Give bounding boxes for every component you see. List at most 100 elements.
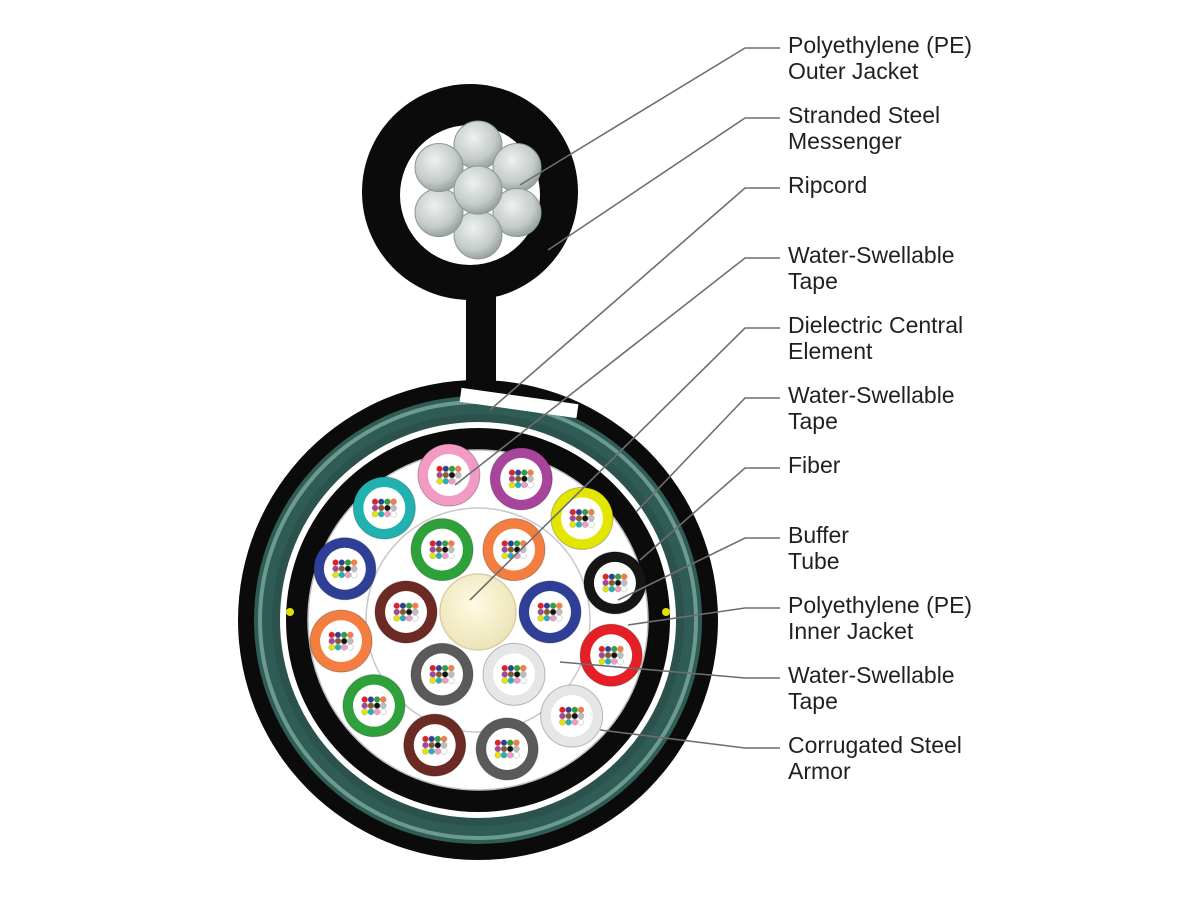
fiber-strand: [441, 540, 449, 547]
fiber-strand: [373, 708, 381, 716]
fiber-strand: [338, 559, 345, 566]
fiber-strand: [371, 510, 379, 518]
buffer-tube: [417, 443, 481, 507]
buffer-tube: [403, 713, 467, 777]
fiber-strand: [569, 521, 576, 528]
fiber-strand: [441, 552, 449, 560]
stranded-steel-wires: [414, 120, 542, 260]
fiber-strand: [604, 645, 612, 653]
leader-fiber: [639, 467, 780, 561]
fiber-strand: [350, 571, 358, 579]
fiber-strand: [378, 510, 385, 518]
label-line: Water-Swellable: [788, 662, 955, 688]
steel-wire: [414, 143, 464, 192]
fiber-strand: [520, 671, 527, 678]
label-line: Tape: [788, 268, 838, 294]
fiber-strand: [429, 677, 436, 684]
fiber-strand: [611, 658, 618, 665]
leader-pe-inner-jacket: [627, 607, 780, 626]
fiber-strand: [581, 515, 589, 522]
fiber-strand: [588, 521, 595, 528]
fiber-strand: [514, 481, 522, 489]
fiber-strand: [347, 631, 354, 639]
fiber-strand: [448, 671, 455, 678]
fiber-strand: [405, 602, 413, 609]
label-line: Element: [788, 338, 873, 364]
fiber-strand: [373, 696, 381, 703]
fiber-strand: [435, 671, 443, 678]
fiber-strand: [621, 573, 628, 580]
fiber-strand: [513, 664, 521, 672]
fiber-strand: [513, 671, 521, 678]
fiber-strand: [501, 677, 508, 684]
fiber-strand: [334, 644, 342, 651]
fiber-strand: [367, 696, 375, 703]
fiber-strand: [390, 504, 397, 512]
label-fiber: Fiber: [788, 452, 1188, 478]
label-line: Tape: [788, 688, 838, 714]
fiber-strand: [422, 741, 429, 749]
fiber-strand: [393, 602, 400, 609]
fiber-strand: [440, 748, 448, 755]
fiber-strand: [448, 552, 455, 560]
fiber-strand: [520, 677, 527, 684]
label-line: Inner Jacket: [788, 618, 914, 644]
fiber-strand: [441, 664, 449, 672]
leader-stranded-steel-messenger: [547, 117, 780, 251]
fiber-strand: [507, 664, 515, 672]
buffer-tube: [410, 518, 474, 582]
messenger-section: [362, 84, 578, 392]
fiber-strand: [442, 478, 449, 485]
buffer-tube: [352, 476, 416, 540]
ripcord-left: [286, 608, 294, 616]
fiber-strand: [581, 508, 589, 516]
fiber-strand: [428, 735, 435, 743]
fiber-strand: [565, 712, 572, 720]
label-water-swellable-tape-2: Water-Swellable Tape: [788, 382, 1188, 434]
steel-wire: [453, 165, 503, 215]
leader-dielectric-central-element: [469, 327, 780, 601]
fiber-strand: [442, 471, 449, 479]
fiber-strand: [378, 498, 385, 505]
fiber-strand: [598, 658, 606, 665]
fiber-strand: [399, 615, 407, 622]
fiber-strand: [380, 708, 387, 716]
fiber-strand: [328, 637, 335, 645]
fiber-strand: [436, 471, 443, 479]
fiber-strand: [575, 508, 583, 516]
fiber-strand: [435, 552, 443, 560]
fiber-strand: [434, 748, 442, 755]
fiber-strand: [412, 615, 419, 622]
buffer-tube: [583, 551, 647, 615]
label-line: Stranded Steel: [788, 102, 941, 128]
label-line: Dielectric Central: [788, 312, 964, 338]
fiber-strand: [435, 664, 443, 672]
fiber-strand: [422, 735, 429, 743]
fiber-strand: [604, 658, 612, 665]
label-pe-outer-jacket: Polyethylene (PE) Outer Jacket: [788, 32, 1188, 84]
fiber-strand: [513, 751, 520, 759]
label-line: Buffer: [788, 522, 849, 548]
fiber-strand: [514, 475, 522, 483]
fiber-strand: [454, 471, 462, 479]
buffer-tube: [489, 447, 553, 511]
fiber-strand: [520, 664, 527, 672]
fiber-strand: [434, 741, 442, 749]
buffer-tube: [475, 717, 539, 781]
fiber-strand: [537, 602, 544, 609]
label-dielectric-central-element: Dielectric Central Element: [788, 312, 1188, 364]
fiber-strand: [441, 546, 449, 553]
fiber-strand: [559, 712, 566, 720]
fiber-strand: [569, 508, 576, 516]
buffer-tube: [313, 537, 377, 601]
fiber-strand: [384, 510, 391, 518]
leader-lines: [454, 47, 780, 749]
fiber-strand: [380, 702, 387, 709]
fiber-strand: [448, 546, 455, 553]
fiber-strand: [507, 540, 515, 547]
fiber-strand: [559, 706, 566, 714]
fiber-strand: [577, 719, 585, 726]
fiber-strand: [435, 540, 443, 547]
ripcord-right: [662, 608, 670, 616]
fiber-strand: [422, 748, 429, 755]
